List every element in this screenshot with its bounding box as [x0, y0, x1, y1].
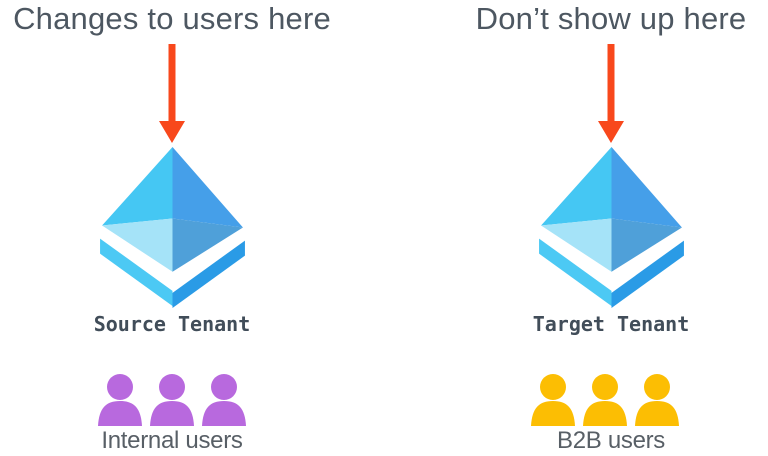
target-tenant-panel: Don’t show up here Target Tenant — [443, 0, 768, 456]
chevron-left-arm — [99, 238, 172, 306]
target-tenant-label: Target Tenant — [532, 312, 690, 336]
pyramid-face-top-right — [611, 147, 682, 228]
user-icon — [583, 374, 627, 426]
chevron-right-arm — [611, 240, 684, 308]
pyramid-face-top-left — [101, 147, 172, 226]
b2b-users-icon — [531, 374, 679, 426]
user-icon — [98, 374, 142, 426]
source-annotation-text: Changes to users here — [13, 1, 331, 36]
user-icon — [635, 374, 679, 426]
pyramid-face-top-left — [540, 147, 611, 226]
user-icon — [202, 374, 246, 426]
source-tenant-panel: Changes to users here Source Tenant — [4, 0, 340, 456]
target-annotation-text: Don’t show up here — [475, 1, 747, 36]
chevron-right-arm — [172, 240, 245, 308]
b2b-users-group — [531, 374, 679, 426]
user-icon — [150, 374, 194, 426]
pyramid-face-bottom-right — [611, 218, 682, 272]
down-arrow-icon — [598, 44, 624, 143]
azure-tenant-icon — [538, 147, 684, 308]
down-arrow-shape — [159, 44, 185, 143]
chevron-left-arm — [538, 238, 611, 306]
pyramid-face-bottom-right — [172, 218, 243, 272]
down-arrow-icon — [159, 44, 185, 143]
internal-users-icon — [98, 374, 246, 426]
internal-users-label: Internal users — [101, 427, 243, 454]
down-arrow-shape — [598, 44, 624, 143]
user-icon — [531, 374, 575, 426]
internal-users-group — [98, 374, 246, 426]
b2b-users-label: B2B users — [556, 427, 666, 454]
azure-tenant-icon — [99, 147, 245, 308]
pyramid-face-top-right — [172, 147, 243, 228]
pyramid-face-bottom-left — [101, 218, 172, 272]
pyramid-face-bottom-left — [540, 218, 611, 272]
source-tenant-label: Source Tenant — [93, 312, 251, 336]
